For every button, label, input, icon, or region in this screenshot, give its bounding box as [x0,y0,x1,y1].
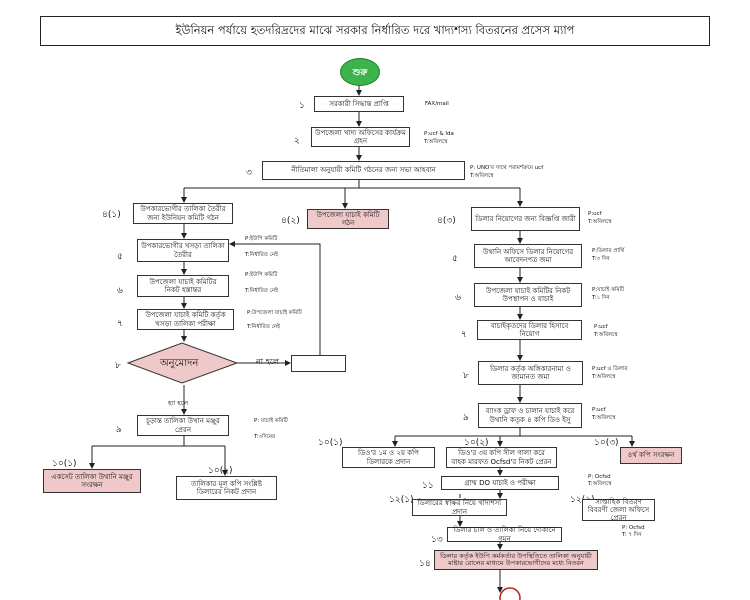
step-number: ১২(১) [389,495,414,505]
step-note: P: UNO'র সাথে পরামর্শক্রমে ucf [470,165,544,171]
step-number: ৯ [463,413,469,423]
end-connector [499,587,521,600]
step-note: P: যাচাই কমিটি [254,418,288,424]
step-box-s9-left: চূড়ান্ত তালিকা উখান মঞ্জুর প্রেরন [137,415,229,436]
step-number: ১০(২) [464,438,489,448]
page-title: ইউনিয়ন পর্যায়ে হতদরিদ্রদের মাঝে সরকার … [40,16,710,46]
approval-label: অনুমোদন [160,358,199,369]
step-note: T:নির্ধারিত নেই [247,324,280,330]
step-number: ৮ [115,361,121,371]
step-box-s13: ডিলার চাল ও তালিকা নিয়ে দোকানে গমন [447,526,562,543]
step-number: ৯ [116,425,122,435]
step-number: ১০(২) [208,466,233,476]
step-note: P:ইউপি কমিটি [245,236,278,242]
step-box-s7-right: বাচাইকৃতদের ডিলার হিসাবে নিয়োগ [477,320,582,340]
step-number: ৪(২) [281,216,300,226]
step-box-s4-2: উপজেলা যাচাই কমিটি গঠন [307,209,389,229]
step-number: ১০(১) [52,459,77,469]
step-box-s4-1: উপকারভোগীর তালিকা তৈরীর জন্য ইউনিয়ন কমি… [133,203,233,224]
step-number: ৩ [246,168,252,178]
no-branch-label: না হলে [256,357,280,366]
step-number: ৭ [461,330,467,340]
step-box-s3: নীতিমালা অনুযায়ী কমিটি গঠনের জন্য সভা আ… [262,161,465,180]
step-note: T:নির্ধারিত নেই [245,252,278,258]
step-note: P:ucf [592,407,606,413]
step-note: P: Ocfsd [622,525,645,531]
step-number: ১০(৩) [594,438,619,448]
step-number: ৫ [117,252,123,262]
step-number: ৪(৩) [437,216,456,226]
step-box-s5-right: উথানি অফিসে ডিলার নিয়োগের আবেদনপত্র জমা [474,244,582,268]
step-number: ১০(১) [318,438,343,448]
step-note: P:ডিলার প্রার্থি [592,248,625,254]
step-note: T:অবিলম্বে [592,415,616,421]
step-box-s10-3: ৪র্থ কপি সংরক্ষন [620,447,682,464]
step-box-s5-left: উপকারভোগীর খসড়া তালিকা তৈরীর [137,239,229,262]
step-note: T:অবিলম্বে [594,332,618,338]
step-box-s9-right: ব্যাংক ড্রাফ ও চালান যাচাই করে উথানি কতৃ… [478,403,582,428]
step-number: ৬ [117,286,123,296]
step-note: P:ucf [594,324,608,330]
step-note: P: Ocfsd [588,474,611,480]
step-note: T:অবিলম্বে [588,219,612,225]
step-box-s10-1: ডিও'র ১ম ও ২য় কপি ডিলারকে প্রদান [342,447,435,468]
step-note: FAX/mail [425,101,449,107]
step-number: ৬ [455,293,461,303]
step-number: ৮ [463,371,469,381]
step-box-s6-left: উপজেলা যাচাই কমিটির নিকট হস্তান্তর [137,275,229,297]
start-node: শুরু [340,58,380,86]
step-box-s10-1-left: একসেট তালিকা উথানি মঞ্জুর সংরক্ষন [43,469,141,493]
step-box-s4-3: ডিলার নিয়োগের জন্য বিজ্ঞপ্তি জারী [471,207,580,231]
step-box-s10-2: ডিও'র ৩য় কপি সীল গালা করে বাহক মারফত Oc… [446,447,557,468]
step-note: P:উপজেলা যাচাই কমিটি [247,310,302,316]
step-note: T:৩ দিন [592,256,610,262]
step-number: ৫ [452,254,458,264]
step-note: T:অবিলম্বে [424,139,448,145]
step-note: P:ucf [588,211,602,217]
step-number: ১ [299,101,305,111]
step-note: T:অবিলম্বে [470,173,494,179]
step-number: ৪(১) [102,210,121,220]
step-number: ১৩ [431,535,443,545]
yes-branch-label: হ্যা হলে [168,399,189,407]
step-box-s14: ডিলার কর্তৃক ইউপি কর্মকর্তার উপস্থিতিতে … [434,550,598,570]
step-number: ১৪ [419,559,431,569]
step-box-s2: উপজেলা খাদ্য অফিসের কার্যক্রম গ্রহন [311,127,410,147]
step-note: P:ইউপি কমিটি [245,272,278,278]
step-note: P:ucf & Ida [424,131,454,137]
step-note: T: ৭ দিন [622,532,642,538]
step-box-s8-right: ডিলার কর্তৃক অঙ্গিকারনামা ও জামানত জমা [478,361,583,385]
arrow-resubmit-back [229,241,321,355]
step-box-s10-2-left: তালিকার মূল কপি সংশ্লিষ্ট ডিলারের নিকট প… [176,476,277,500]
step-number: ৭ [117,319,123,329]
step-note: T:১ দিন [592,295,610,301]
step-note: T:৩দিনের [254,434,276,440]
step-number: ২ [294,136,300,146]
step-box-s12-1: ডিলারের স্বাক্ষর নিয়ে খাদ্যশস্য প্রদান [412,499,507,516]
step-box-s1: সরকারী সিদ্ধান্ত প্রাপ্তি [314,96,404,112]
step-box-s6-right: উপজেলা যাচাই কমিটির নিকট উপস্থাপন ও যাচা… [474,283,582,307]
approval-diamond [126,342,239,384]
step-note: T:অবিলম্বে [592,374,616,380]
step-note: P:যাচাই কমিটি [592,287,625,293]
step-note: T:অবিলম্বে [588,481,612,487]
step-box-s11: গ্রাম্ম DO যাচাই ও পরীক্ষা [441,476,559,490]
step-number: ১১ [422,481,434,491]
step-box-s12-2: সাপ্তাহিক বিতরণ বিবরণী জেলা অফিসে প্রেরন [582,498,655,522]
step-note: P:ucf ও ডিলার [592,366,628,372]
resubmit-box [291,355,346,372]
step-note: T:নির্ধারিত নেই [245,288,278,294]
step-box-s7-left: উপজেলা যাচাই কমিটি কর্তৃক খসড়া তালিকা প… [137,309,234,330]
